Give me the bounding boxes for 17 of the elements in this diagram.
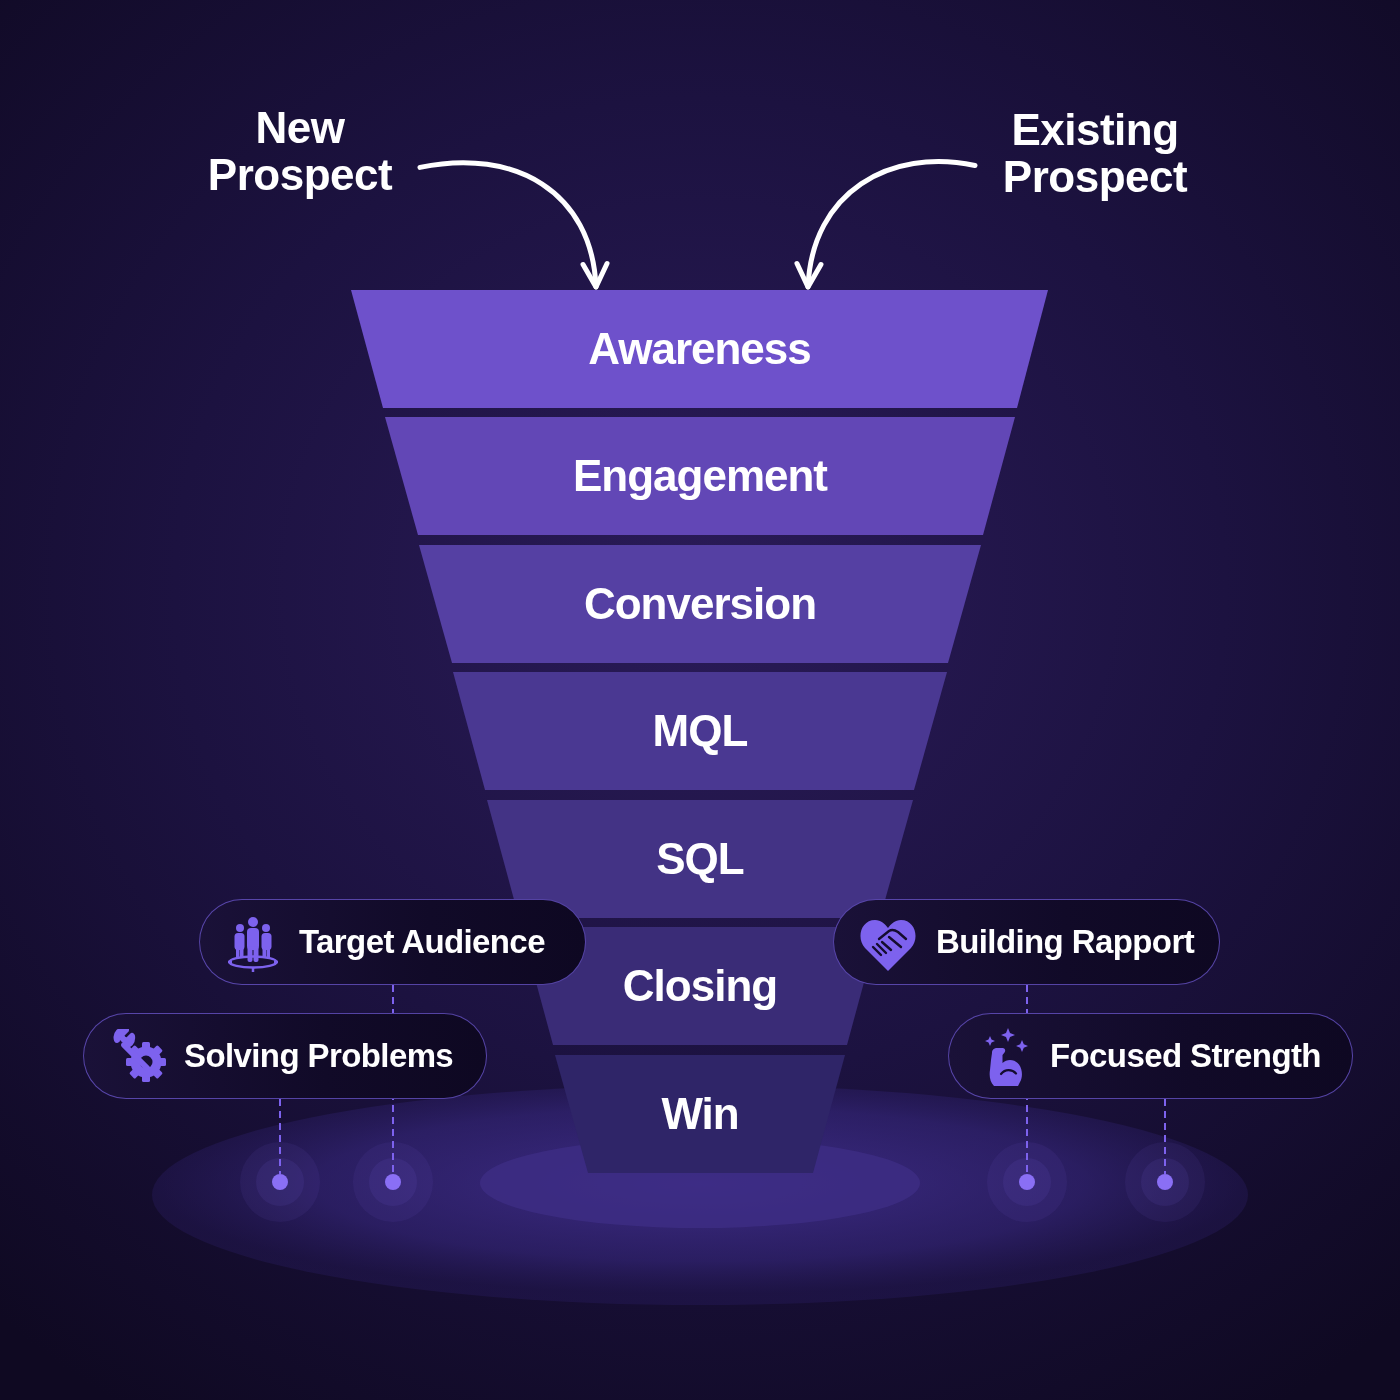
stage-label: MQL [652,706,748,756]
pill-label: Building Rapport [936,921,1195,962]
curved-arrow [417,160,608,290]
leader-line [1164,1098,1166,1175]
callout-text: New Prospect [190,104,410,198]
stage-label: SQL [656,834,744,884]
stage-label: Closing [622,961,778,1011]
stage-label: Engagement [572,451,827,501]
leader-line [279,1098,281,1175]
pill-label: Focused Strength [1050,1035,1321,1076]
stage-label: Conversion [583,579,816,629]
pill-label: Target Audience [299,921,545,962]
stage-label: Win [661,1089,739,1139]
curved-arrow [796,159,978,290]
stage-label: Awareness [588,324,811,374]
pill-label: Solving Problems [184,1035,454,1076]
callout-text: Existing Prospect [985,106,1205,200]
